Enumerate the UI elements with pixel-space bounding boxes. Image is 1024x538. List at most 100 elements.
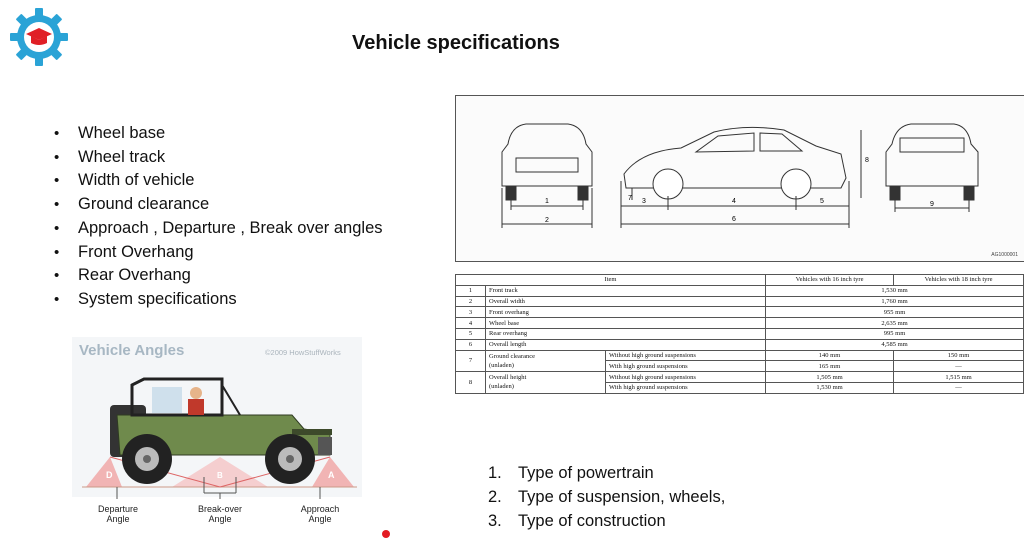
breakover-letter: B [217, 471, 223, 480]
row-value: 2,635 mm [765, 317, 1024, 329]
table-row: With high ground suspensions 1,530 mm — [456, 381, 1024, 394]
dim-label: 2 [545, 217, 549, 224]
row-value-18: — [893, 381, 1024, 394]
item-number: 1. [488, 464, 502, 482]
dim-label: 6 [732, 216, 736, 223]
departure-label-line: Angle [106, 514, 130, 524]
bullet-item: System specifications [52, 288, 383, 312]
table-row: 7 Ground clearance (unladen) Without hig… [455, 349, 1024, 373]
row-value-16: 165 mm [765, 360, 895, 373]
car-outline-drawing: 1 2 3 4 5 6 7 8 9 [501, 123, 979, 228]
dim-label: 8 [865, 157, 869, 164]
front-view [501, 123, 593, 228]
row-item: Overall height (unladen) [485, 371, 606, 394]
bullet-item: Width of vehicle [52, 169, 383, 193]
departure-label-line: Departure [97, 504, 139, 514]
bullet-item: Wheel track [52, 146, 383, 170]
side-view [620, 126, 862, 228]
breakover-label-line: Angle [208, 514, 232, 524]
row-number: 5 [455, 327, 486, 340]
item-text: Type of suspension, wheels, [518, 488, 726, 506]
row-item: Overall width [484, 295, 767, 308]
spec-table-container: Item Vehicles with 16 inch tyre Vehicles… [454, 274, 1024, 394]
row-number: 1 [455, 284, 486, 297]
col-header-item: Item [454, 274, 767, 286]
row-value-18: — [893, 360, 1024, 373]
row-number: 3 [455, 306, 486, 319]
departure-letter: D [106, 470, 113, 480]
table-row: 3 Front overhang 955 mm [455, 306, 1024, 319]
angles-figure-title: Vehicle Angles [79, 342, 185, 359]
row-value: 955 mm [765, 306, 1024, 319]
row-number: 2 [455, 295, 486, 308]
spec-bullet-list: Wheel base Wheel track Width of vehicle … [52, 122, 383, 312]
row-value-18: 150 mm [893, 349, 1024, 362]
row-item: Overall length [484, 338, 767, 351]
drawing-code: AG1000001 [991, 252, 1018, 258]
numbered-item: 3. Type of construction [488, 509, 725, 533]
laser-pointer-dot [382, 530, 390, 538]
breakover-label-line: Break-over [197, 504, 242, 514]
row-item-line: (unladen) [489, 383, 514, 391]
row-item-line: (unladen) [489, 361, 514, 369]
jeep-illustration: D B A [72, 337, 362, 499]
dim-label: 9 [930, 201, 934, 208]
row-value-16: 140 mm [765, 349, 895, 362]
dim-label: 5 [820, 198, 824, 205]
row-value: 1,760 mm [765, 295, 1024, 308]
row-item-line: Overall height [489, 374, 527, 382]
approach-label-line: Approach [300, 504, 340, 514]
vehicle-dimension-drawing: 1 2 3 4 5 6 7 8 9 AG1000001 [455, 95, 1024, 262]
approach-letter: A [328, 470, 335, 480]
row-item: Front track [484, 284, 767, 297]
row-number: 4 [455, 317, 486, 329]
vehicle-angles-figure: D B A Vehicle Angles ©2009 HowStuffWorks… [72, 337, 362, 532]
row-item-line: Ground clearance [489, 352, 536, 360]
table-row: 1 Front track 1,530 mm [455, 284, 1024, 297]
breakover-angle-label: Break-over Angle [190, 504, 250, 524]
numbered-item: 1. Type of powertrain [488, 461, 725, 485]
copyright-text: ©2009 HowStuffWorks [265, 348, 341, 357]
row-number: 8 [455, 371, 486, 394]
row-subitem: Without high ground suspensions [604, 371, 767, 383]
row-subitem: Without high ground suspensions [604, 349, 767, 362]
row-item: Wheel base [484, 317, 767, 329]
slide-title: Vehicle specifications [352, 32, 560, 54]
item-number: 3. [488, 512, 502, 530]
row-item: Front overhang [484, 306, 767, 319]
table-row: 2 Overall width 1,760 mm [455, 295, 1024, 308]
row-value-16: 1,530 mm [765, 381, 895, 394]
dim-label: 3 [642, 198, 646, 205]
table-row: 8 Overall height (unladen) Without high … [455, 371, 1024, 394]
dim-label: 7 [628, 195, 632, 202]
row-value-18: 1,515 mm [893, 371, 1024, 383]
bullet-item: Approach , Departure , Break over angles [52, 217, 383, 241]
item-text: Type of construction [518, 512, 666, 530]
item-number: 2. [488, 488, 502, 506]
col-header-16: Vehicles with 16 inch tyre [765, 274, 895, 286]
row-value: 1,530 mm [765, 284, 1024, 297]
table-row: 6 Overall length 4,585 mm [455, 338, 1024, 351]
bullet-item: Ground clearance [52, 193, 383, 217]
institution-gear-logo-icon [10, 8, 68, 66]
row-number: 7 [455, 349, 486, 373]
bullet-item: Rear Overhang [52, 264, 383, 288]
row-value-16: 1,505 mm [765, 371, 895, 383]
rear-view [885, 123, 979, 212]
departure-angle-label: Departure Angle [88, 504, 148, 524]
row-number: 6 [455, 338, 486, 351]
table-row: 4 Wheel base 2,635 mm [455, 317, 1024, 329]
col-header-18: Vehicles with 18 inch tyre [893, 274, 1024, 286]
row-subitem: With high ground suspensions [604, 381, 767, 394]
numbered-item: 2. Type of suspension, wheels, [488, 485, 725, 509]
row-value: 4,585 mm [765, 338, 1024, 351]
spec-table: Item Vehicles with 16 inch tyre Vehicles… [454, 274, 1024, 394]
row-item: Rear overhang [484, 327, 767, 340]
dim-label: 1 [545, 198, 549, 205]
system-spec-numbered-list: 1. Type of powertrain 2. Type of suspensio… [488, 461, 725, 533]
item-text: Type of powertrain [518, 464, 654, 482]
table-row: 5 Rear overhang 995 mm [455, 327, 1024, 340]
row-value: 995 mm [765, 327, 1024, 340]
row-subitem: With high ground suspensions [604, 360, 767, 373]
bullet-item: Wheel base [52, 122, 383, 146]
